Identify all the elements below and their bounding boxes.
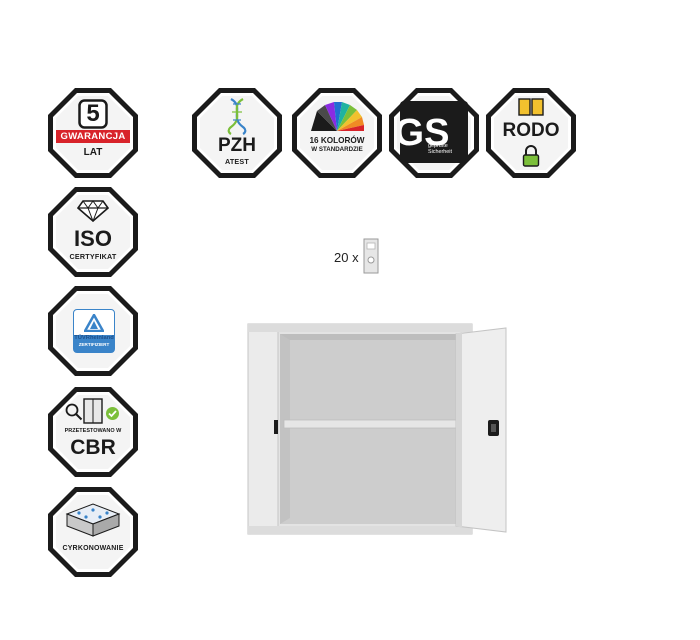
colors-line2: W STANDARDZIE (311, 146, 363, 153)
gs-badge: GS geprüfte Sicherheit (388, 87, 480, 179)
warranty-unit: LAT (83, 147, 103, 158)
lock-icon (522, 145, 540, 167)
pzh-badge: PZH ATEST (191, 87, 283, 179)
magnifier-icon (65, 403, 83, 421)
gs-caption1: geprüfte (428, 143, 448, 149)
colors-line1: 16 KOLORÓW (309, 136, 365, 145)
pzh-subtitle: ATEST (224, 157, 250, 166)
cbr-badge: PRZETESTOWANO W CBR (47, 386, 139, 478)
rodo-title: RODO (502, 120, 560, 141)
binder-folder-icon (363, 238, 379, 274)
triangle-icon (84, 314, 104, 332)
pzh-title: PZH (218, 135, 256, 156)
diamond-icon (77, 200, 109, 222)
cbr-title: CBR (70, 436, 116, 459)
capacity-label: 20 x (334, 250, 359, 265)
colors-badge: 16 KOLORÓW W STANDARDZIE (291, 87, 383, 179)
warranty-number: 5 (86, 100, 100, 127)
warranty-badge: 5 GWARANCJA LAT (47, 87, 139, 179)
coating-layers-icon (65, 503, 121, 537)
tuv-badge: TÜVRheinland ZERTIFIZIERT (47, 285, 139, 377)
rodo-badge: RODO (485, 87, 577, 179)
tuv-label: ZERTIFIZIERT (78, 342, 110, 347)
cabinet-icon (83, 398, 103, 424)
tuv-logo: TÜVRheinland ZERTIFIZIERT (73, 309, 115, 353)
iso-badge: ISO CERTYFIKAT (47, 186, 139, 278)
cyrk-badge: CYRKONOWANIE (47, 486, 139, 578)
color-fan-icon (311, 102, 364, 131)
tuv-name: TÜVRheinland (74, 335, 114, 341)
check-icon (106, 407, 119, 420)
gs-logo-g: GS (400, 112, 449, 154)
cbr-caption: PRZETESTOWANO W (64, 428, 122, 434)
dna-icon (227, 98, 247, 135)
cyrk-title: CYRKONOWANIE (62, 545, 124, 552)
cabinet-image (247, 323, 507, 535)
warranty-ribbon: GWARANCJA (56, 130, 130, 143)
iso-title: ISO (74, 226, 112, 251)
gs-caption2: Sicherheit (428, 149, 452, 155)
binder-icon (518, 98, 544, 116)
gs-logo: GS (400, 101, 468, 163)
iso-subtitle: CERTYFIKAT (69, 252, 117, 261)
